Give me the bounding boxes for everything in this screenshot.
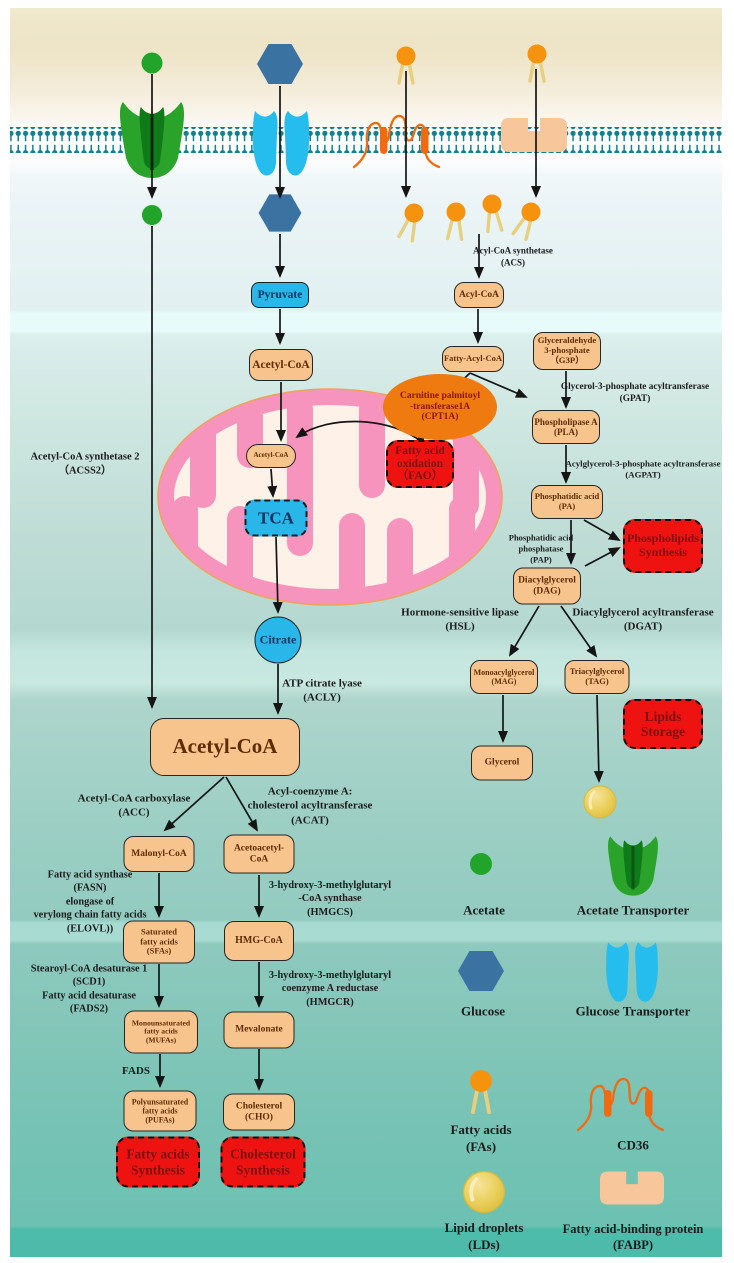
node-tca: TCA [244,499,308,537]
node-tag: Triacylglycerol (TAG) [564,660,630,694]
node-cpt1a: Carnitine palmitoyl -transferase1A (CPT1… [383,374,497,440]
node-fatty-acyl-coa: Fatty-Acyl-CoA [442,346,504,372]
legend-glucose-transporter-icon [606,942,658,1002]
legend-label-acetate: Acetate [463,902,505,918]
fatty-acid-icon [394,199,428,244]
legend-acetate-icon [470,853,492,875]
fabp-icon [501,118,567,152]
page-margin-bottom [0,1257,734,1263]
page-margin-top [0,0,734,8]
label-acly: ATP citrate lyase (ACLY) [282,677,362,704]
page-margin-right [722,0,734,1263]
label-hsl: Hormone-sensitive lipase (HSL) [401,606,519,633]
glucose-icon [257,44,303,84]
legend-label-lipid-droplets: Lipid droplets (LDs) [444,1220,524,1252]
node-lipids-storage: Lipids Storage [623,699,703,749]
legend-acetate-transporter-icon [608,836,658,896]
node-glycerol: Glycerol [471,745,533,781]
node-mufas: Monounsaturated fatty acids (MUFAs) [124,1010,198,1054]
node-pufas: Polyunsaturated fatty acids (PUFAs) [123,1090,197,1132]
label-gpat: Glycerol-3-phosphate acyltransferase (GP… [560,381,710,404]
page-margin-left [0,0,10,1263]
label-scd1-fads2: Stearoyl-CoA desaturase 1 (SCD1) Fatty a… [30,963,148,1015]
node-acetoacetyl-coa: Acetoacetyl- CoA [223,834,295,874]
label-dgat: Diacylglycerol acyltransferase (DGAT) [572,606,714,633]
fatty-acid-icon [443,200,468,242]
node-cho: Cholesterol (CHO) [223,1093,295,1131]
node-mag: Monoacylglycerol (MAG) [470,660,538,694]
node-fao: Fatty acid oxidation （FAO） [386,440,454,488]
acetate-icon [141,52,163,74]
node-pyruvate: Pyruvate [251,282,309,308]
pathway-arrows [147,69,621,1091]
label-acs: Acyl-CoA synthetase (ACS) [473,245,553,267]
legend-cd36-icon [576,1077,665,1132]
legend-glucose-icon [458,951,504,991]
legend-fatty-acid-icon [468,1068,494,1115]
label-agpat: Acylglycerol-3-phosphate acyltransferase… [565,458,721,480]
legend-fabp-icon [599,1171,665,1205]
fatty-acid-icon [525,42,549,83]
node-acetyl-coa-big: Acetyl-CoA [150,718,300,776]
legend-label-glucose-transporter: Glucose Transporter [575,1003,691,1019]
label-acat: Acyl-coenzyme A: cholesterol acyltransfe… [247,785,373,827]
node-pla: Phospholipase A (PLA) [532,410,600,444]
node-pa: Phosphatidic acid (PA) [531,485,603,519]
legend-label-acetate-transporter: Acetate Transporter [576,902,690,918]
node-malonyl-coa: Malonyl-CoA [123,836,195,872]
node-mevalonate: Mevalonate [223,1011,295,1049]
node-acyl-coa: Acyl-CoA [454,282,504,308]
node-cholesterol-synthesis: Cholesterol Synthesis [220,1136,306,1188]
node-g3p: Glyceraldehyde 3-phosphate （G3P） [533,332,601,370]
legend-label-fabp: Fatty acid-binding protein (FABP) [562,1221,704,1252]
legend-label-fatty-acids: Fatty acids (FAs) [450,1122,512,1154]
glucose-icon [258,194,302,232]
node-dag: Diacylglycerol (DAG) [513,567,581,605]
node-acetyl-coa-mito: Acetyl-CoA [246,444,296,468]
label-pap: Phosphatidic acid phosphatase (PAP) [508,532,574,565]
label-hmgcr: 3-hydroxy-3-methylglutaryl coenzyme A re… [268,969,392,1008]
node-acetyl-coa: Acetyl-CoA [249,349,313,381]
node-fatty-acids-synthesis: Fatty acids Synthesis [116,1136,200,1188]
node-hmg-coa: HMG-CoA [224,921,294,961]
label-acc: Acetyl-CoA carboxylase (ACC) [77,792,191,819]
legend-label-cd36: CD36 [617,1137,649,1153]
node-sfas: Saturated fatty acids (SFAs) [123,920,195,964]
label-fasn-elovl: Fatty acid synthase (FASN) elongase of v… [33,869,147,935]
label-hmgcs: 3-hydroxy-3-methylglutaryl -CoA synthase… [268,879,392,918]
label-fads: FADS [122,1064,150,1077]
fatty-acid-icon [479,191,506,234]
legend-lipid-droplet-icon [461,1169,507,1215]
legend-label-glucose: Glucose [460,1003,506,1019]
lipid-droplet-icon [582,784,618,820]
acetate-icon [142,205,162,225]
label-acss2: Acetyl-CoA synthetase 2 （ACSS2） [30,451,140,476]
fatty-acid-icon [509,197,546,243]
node-phospholipids-synthesis: Phospholipids Synthesis [623,519,703,573]
node-citrate: Citrate [254,616,302,664]
